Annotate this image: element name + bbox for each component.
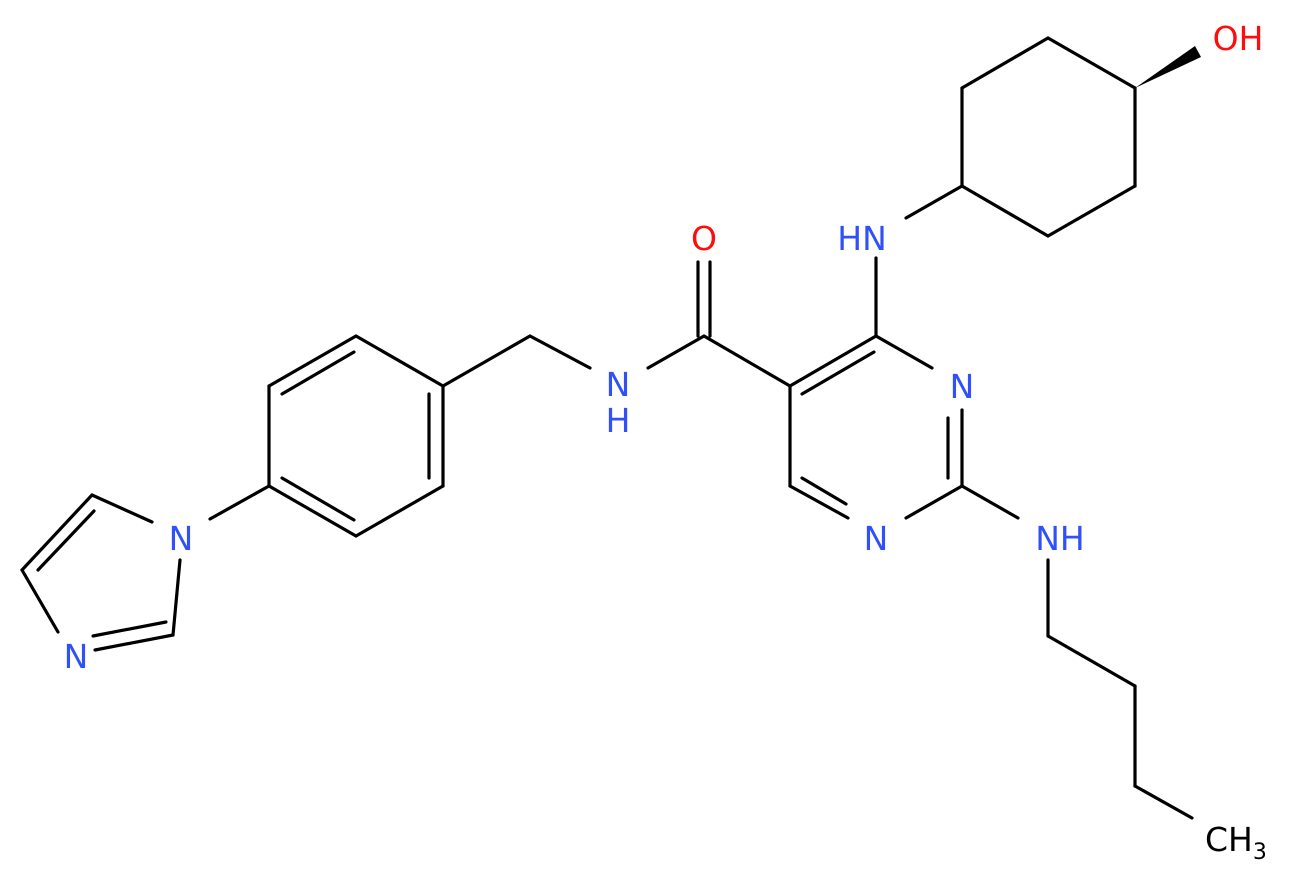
bond [1046,634,1137,688]
imidazole-n1-label: N [169,519,194,558]
bond [91,620,168,638]
bond [171,558,182,637]
benzene-ring [267,334,445,538]
bond [280,350,356,396]
bond [1133,784,1194,820]
bond [702,334,792,388]
bond [874,334,934,370]
bond [36,509,96,572]
imidazole-n3-label: N [64,637,89,676]
bond [20,493,94,572]
pyrimidine-n1-label: N [950,367,975,406]
bond [646,334,706,370]
amino-cyclohexyl-label: HN [837,219,887,258]
cyclohexane-ring [960,36,1137,238]
bond [441,334,532,388]
pyrimidine-n3-label: N [864,519,889,558]
bond [354,484,445,538]
bond [1046,184,1137,238]
bond [20,568,60,634]
bond [788,484,850,520]
bond [960,36,1050,90]
bond [904,484,964,520]
amide-hydrogen-label: H [606,401,631,440]
bond [1046,36,1137,90]
bond [208,484,271,521]
bond [280,476,356,522]
bond [904,184,964,220]
bond [960,184,1050,238]
amide-nitrogen-label: N [606,365,631,404]
bond [960,484,1020,520]
carbonyl-oxygen-label: O [691,219,717,258]
bond [90,493,154,524]
bond [800,350,876,396]
bond [93,633,175,652]
wedge-bond [1135,46,1201,88]
bond [354,334,445,388]
butylamino-label: NH [1035,519,1085,558]
bond [788,334,878,388]
hydroxyl-label: OH [1213,19,1264,58]
imidazole-ring [20,493,182,652]
methyl-label: CH3 [1205,820,1267,865]
bond [267,484,358,538]
bond [800,476,848,506]
pyrimidine-ring [788,334,964,520]
bond [267,334,358,388]
bond [528,334,592,370]
